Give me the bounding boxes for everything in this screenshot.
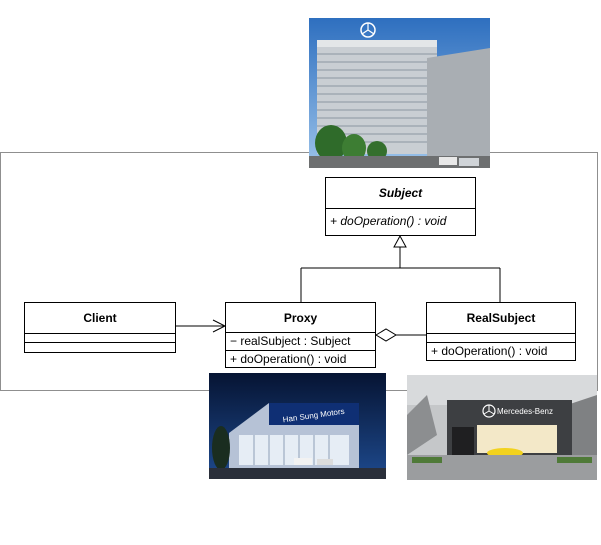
class-realsubject-method: + doOperation() : void <box>431 344 548 358</box>
class-realsubject-attributes <box>427 334 575 343</box>
class-realsubject: RealSubject + doOperation() : void <box>426 302 576 361</box>
dealership-night-photo: Han Sung Motors <box>209 373 386 479</box>
class-subject-name: Subject <box>326 178 475 209</box>
aggregation-diamond <box>375 328 397 342</box>
class-proxy-attribute: − realSubject : Subject <box>230 334 351 348</box>
class-realsubject-methods: + doOperation() : void <box>427 343 575 360</box>
class-realsubject-name: RealSubject <box>427 303 575 334</box>
class-client-attributes <box>25 334 175 343</box>
class-subject: Subject + doOperation() : void <box>325 177 476 236</box>
class-client-name: Client <box>25 303 175 334</box>
building-sign <box>269 403 359 425</box>
showroom-photo: Mercedes-Benz <box>407 375 597 480</box>
generalization-arrowhead <box>393 234 407 248</box>
class-proxy-attributes: − realSubject : Subject <box>226 333 375 351</box>
class-proxy-methods: + doOperation() : void <box>226 351 375 367</box>
class-proxy: Proxy − realSubject : Subject + doOperat… <box>225 302 376 368</box>
class-proxy-name: Proxy <box>226 303 375 333</box>
showroom-sign-text: Mercedes-Benz <box>497 407 553 416</box>
class-client-methods <box>25 343 175 352</box>
headquarters-photo <box>309 18 490 168</box>
class-subject-methods: + doOperation() : void <box>326 209 475 235</box>
class-client: Client <box>24 302 176 353</box>
class-subject-method: + doOperation() : void <box>330 214 447 228</box>
class-proxy-method: + doOperation() : void <box>230 352 347 366</box>
